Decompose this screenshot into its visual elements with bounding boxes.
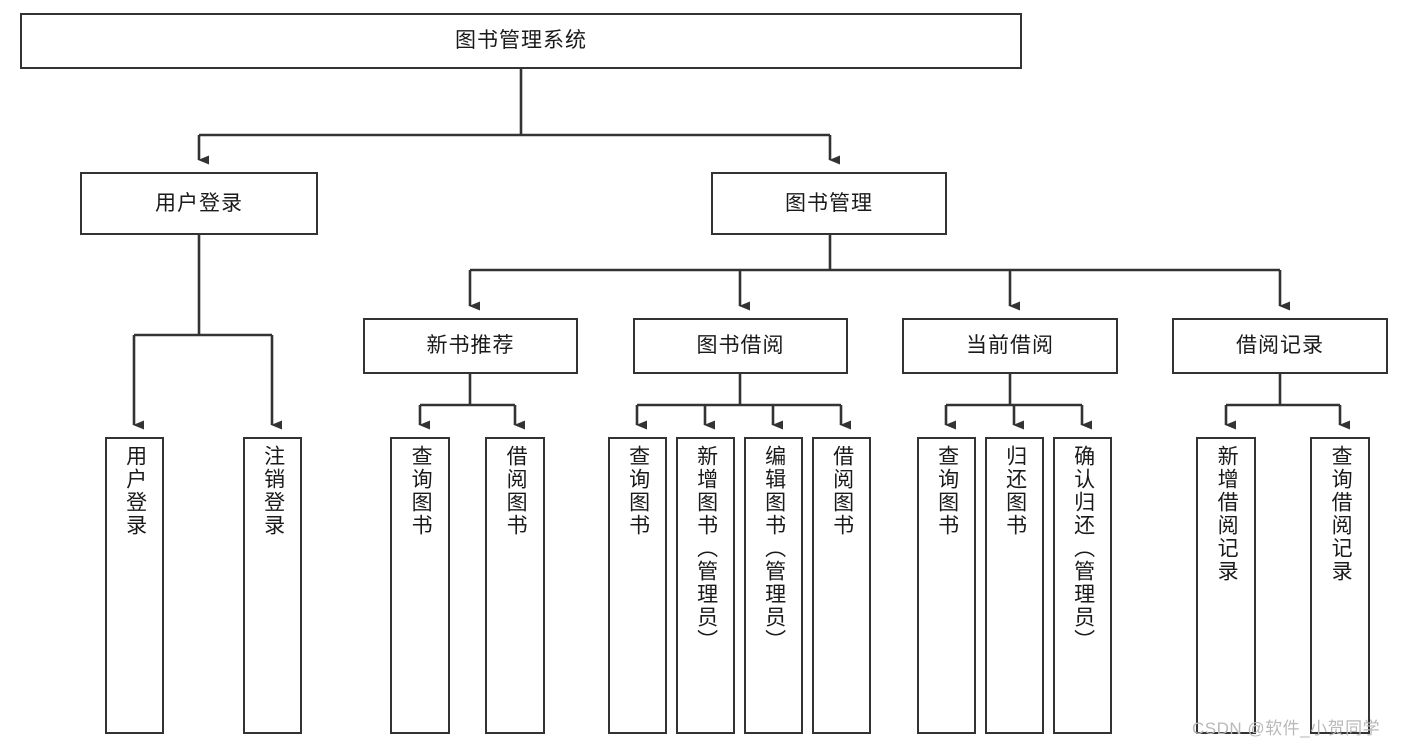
csdn-watermark: CSDN @软件_小贺同学 xyxy=(1192,719,1381,738)
node-leaf-return-book[interactable]: 归还图书 xyxy=(985,437,1044,734)
node-book-borrow[interactable]: 图书借阅 xyxy=(633,318,848,374)
node-leaf-add-record-label: 新增借阅记录 xyxy=(1215,445,1239,583)
node-book-management-label: 图书管理 xyxy=(785,191,873,215)
node-leaf-query-book-borrow-label: 查询图书 xyxy=(626,445,650,537)
node-leaf-confirm-return[interactable]: 确认归还（管理员） xyxy=(1053,437,1112,734)
node-leaf-borrow-book-recommend-label: 借阅图书 xyxy=(504,445,528,537)
node-book-management[interactable]: 图书管理 xyxy=(711,172,947,235)
node-leaf-query-book-borrow[interactable]: 查询图书 xyxy=(608,437,667,734)
node-leaf-user-login[interactable]: 用户登录 xyxy=(105,437,164,734)
node-leaf-edit-book-label: 编辑图书（管理员） xyxy=(762,445,786,652)
node-borrow-record-label: 借阅记录 xyxy=(1236,334,1324,358)
node-leaf-borrow-book-recommend[interactable]: 借阅图书 xyxy=(485,437,545,734)
node-leaf-edit-book[interactable]: 编辑图书（管理员） xyxy=(744,437,803,734)
node-leaf-return-book-label: 归还图书 xyxy=(1003,445,1027,537)
node-leaf-borrow-book-label: 借阅图书 xyxy=(830,445,854,537)
node-book-borrow-label: 图书借阅 xyxy=(696,334,785,358)
node-leaf-query-book-recommend-label: 查询图书 xyxy=(409,445,433,537)
node-leaf-add-record[interactable]: 新增借阅记录 xyxy=(1196,437,1256,734)
node-leaf-add-book[interactable]: 新增图书（管理员） xyxy=(676,437,735,734)
node-new-book-recommend-label: 新书推荐 xyxy=(426,334,515,358)
node-leaf-query-record-label: 查询借阅记录 xyxy=(1329,445,1353,583)
node-leaf-confirm-return-label: 确认归还（管理员） xyxy=(1071,445,1095,652)
node-leaf-borrow-book[interactable]: 借阅图书 xyxy=(812,437,871,734)
node-user-login-label: 用户登录 xyxy=(155,191,243,215)
node-user-login[interactable]: 用户登录 xyxy=(80,172,318,235)
node-current-borrow-label: 当前借阅 xyxy=(966,334,1054,358)
node-borrow-record[interactable]: 借阅记录 xyxy=(1172,318,1388,374)
node-root[interactable]: 图书管理系统 xyxy=(20,13,1022,69)
node-current-borrow[interactable]: 当前借阅 xyxy=(902,318,1118,374)
node-leaf-logout-label: 注销登录 xyxy=(261,445,285,537)
node-leaf-query-book-recommend[interactable]: 查询图书 xyxy=(390,437,450,734)
node-root-label: 图书管理系统 xyxy=(455,29,587,53)
node-leaf-query-book-current[interactable]: 查询图书 xyxy=(917,437,976,734)
node-leaf-logout[interactable]: 注销登录 xyxy=(243,437,302,734)
node-leaf-query-record[interactable]: 查询借阅记录 xyxy=(1310,437,1370,734)
node-new-book-recommend[interactable]: 新书推荐 xyxy=(363,318,578,374)
node-leaf-add-book-label: 新增图书（管理员） xyxy=(694,445,718,652)
node-leaf-query-book-current-label: 查询图书 xyxy=(935,445,959,537)
node-leaf-user-login-label: 用户登录 xyxy=(123,445,147,537)
